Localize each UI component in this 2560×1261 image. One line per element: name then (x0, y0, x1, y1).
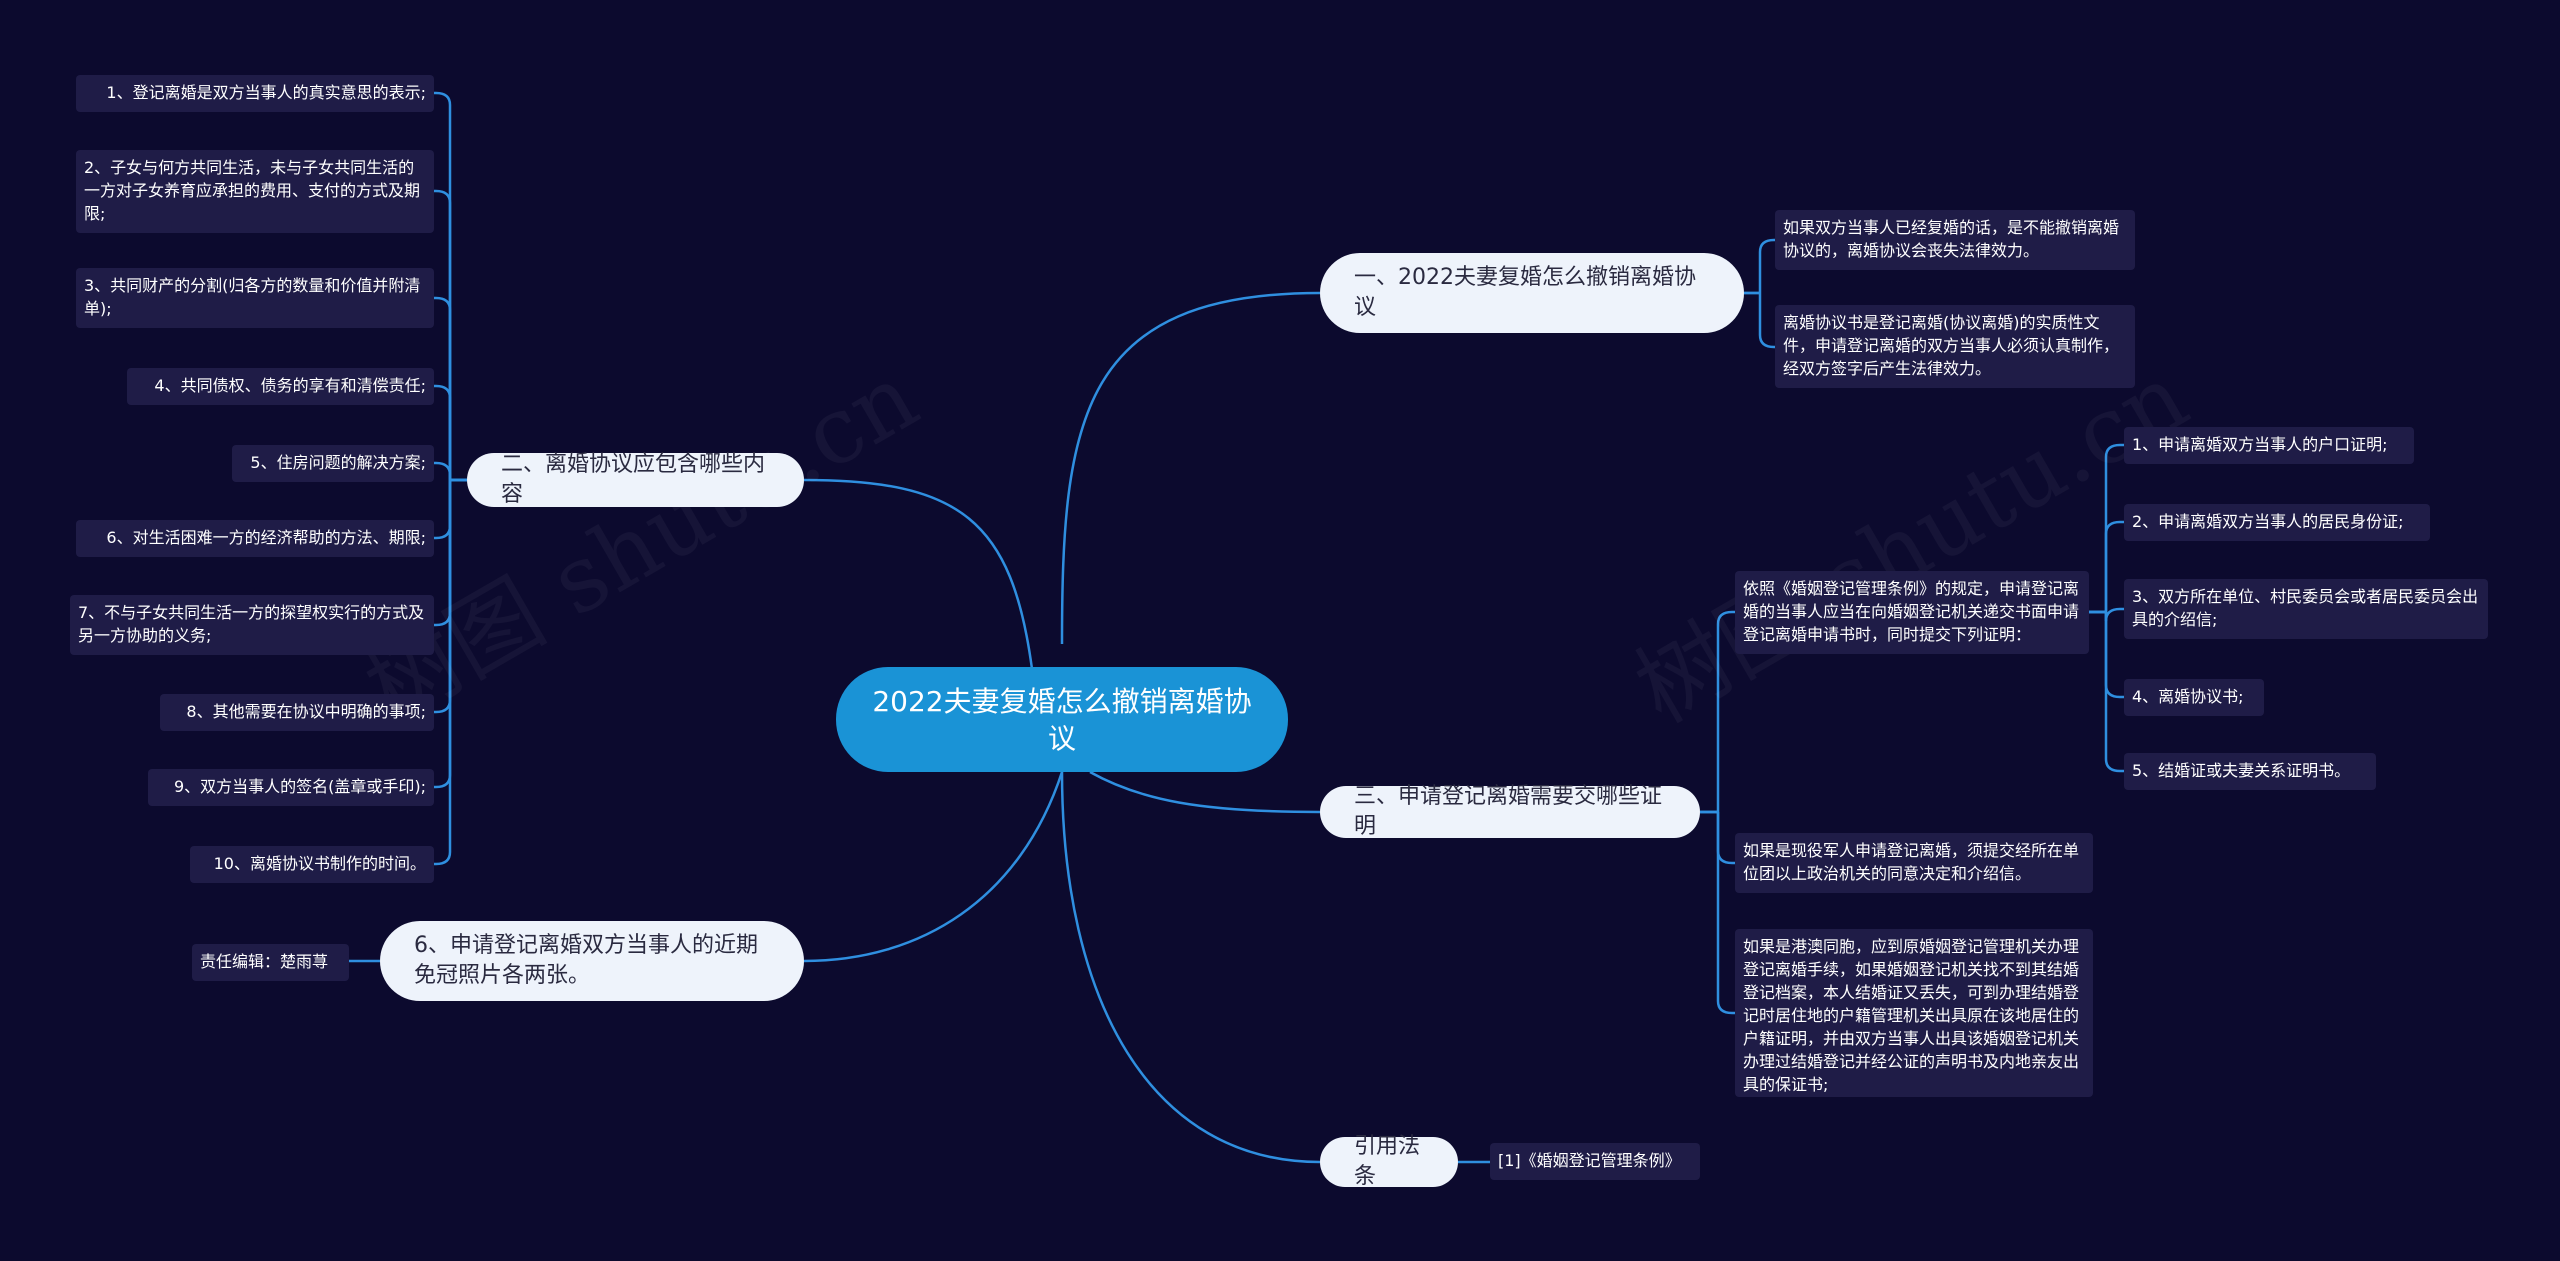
connector-root-branch-3 (1089, 770, 1321, 814)
leaf-cert-5[interactable]: 5、结婚证或夫妻关系证明书。 (2124, 753, 2376, 790)
leaf-hk-macao-compatriots[interactable]: 如果是港澳同胞，应到原婚姻登记管理机关办理登记离婚手续，如果婚姻登记机关找不到其… (1735, 929, 2093, 1097)
leaf-content-6[interactable]: 6、对生活困难一方的经济帮助的方法、期限; (76, 520, 434, 557)
leaf-regulation-requirement[interactable]: 依照《婚姻登记管理条例》的规定，申请登记离婚的当事人应当在向婚姻登记机关递交书面… (1735, 571, 2089, 654)
connector-b3-child-3 (1700, 810, 1735, 1015)
leaf-agreement-nature[interactable]: 离婚协议书是登记离婚(协议离婚)的实质性文件，申请登记离婚的双方当事人必须认真制… (1775, 305, 2135, 388)
leaf-marriage-registration-regulation[interactable]: [1]《婚姻登记管理条例》 (1490, 1143, 1700, 1180)
branch-photos[interactable]: 6、申请登记离婚双方当事人的近期免冠照片各两张。 (380, 921, 804, 1001)
leaf-content-4[interactable]: 4、共同债权、债务的享有和清偿责任; (127, 368, 434, 405)
branch-agreement-contents[interactable]: 二、离婚协议应包含哪些内容 (467, 452, 804, 507)
leaf-cert-4[interactable]: 4、离婚协议书; (2124, 679, 2264, 716)
connector-b1-child-2 (1744, 291, 1775, 349)
connector-b1-child-1 (1744, 238, 1775, 295)
leaf-cert-2[interactable]: 2、申请离婚双方当事人的居民身份证; (2124, 504, 2430, 541)
connector-root-branch-2 (803, 478, 1034, 670)
connector-b3a-child-2 (2089, 520, 2124, 614)
leaf-content-2[interactable]: 2、子女与何方共同生活，未与子女共同生活的一方对子女养育应承担的费用、支付的方式… (76, 150, 434, 233)
leaf-cert-1[interactable]: 1、申请离婚双方当事人的户口证明; (2124, 427, 2414, 464)
leaf-content-1[interactable]: 1、登记离婚是双方当事人的真实意思的表示; (76, 75, 434, 112)
leaf-content-3[interactable]: 3、共同财产的分割(归各方的数量和价值并附清单); (76, 268, 434, 328)
leaf-content-5[interactable]: 5、住房问题的解决方案; (232, 445, 434, 482)
connector-b2-child-4 (434, 384, 467, 482)
leaf-military-personnel[interactable]: 如果是现役军人申请登记离婚，须提交经所在单位团以上政治机关的同意决定和介绍信。 (1735, 833, 2093, 893)
leaf-content-7[interactable]: 7、不与子女共同生活一方的探望权实行的方式及另一方协助的义务; (70, 595, 434, 655)
leaf-cert-3[interactable]: 3、双方所在单位、村民委员会或者居民委员会出具的介绍信; (2124, 579, 2488, 639)
connector-b2-child-10 (434, 478, 467, 866)
connector-root-branch-4 (803, 771, 1064, 963)
leaf-responsible-editor[interactable]: 责任编辑：楚雨荨 (192, 944, 349, 981)
branch-required-certificates[interactable]: 三、申请登记离婚需要交哪些证明 (1320, 784, 1700, 839)
leaf-content-9[interactable]: 9、双方当事人的签名(盖章或手印); (148, 769, 434, 806)
root-topic[interactable]: 2022夫妻复婚怎么撤销离婚协议 (836, 667, 1288, 772)
connector-b3a-child-5 (2089, 610, 2124, 773)
leaf-content-10[interactable]: 10、离婚协议书制作的时间。 (190, 846, 434, 883)
connector-root-branch-1 (1060, 291, 1321, 645)
leaf-remarried-agreement-void[interactable]: 如果双方当事人已经复婚的话，是不能撤销离婚协议的，离婚协议会丧失法律效力。 (1775, 210, 2135, 270)
branch-cited-regulations[interactable]: 引用法条 (1320, 1134, 1458, 1189)
branch-revoke-divorce-agreement[interactable]: 一、2022夫妻复婚怎么撤销离婚协议 (1320, 253, 1744, 333)
connector-root-branch-5 (1060, 771, 1321, 1164)
leaf-content-8[interactable]: 8、其他需要在协议中明确的事项; (160, 694, 434, 731)
